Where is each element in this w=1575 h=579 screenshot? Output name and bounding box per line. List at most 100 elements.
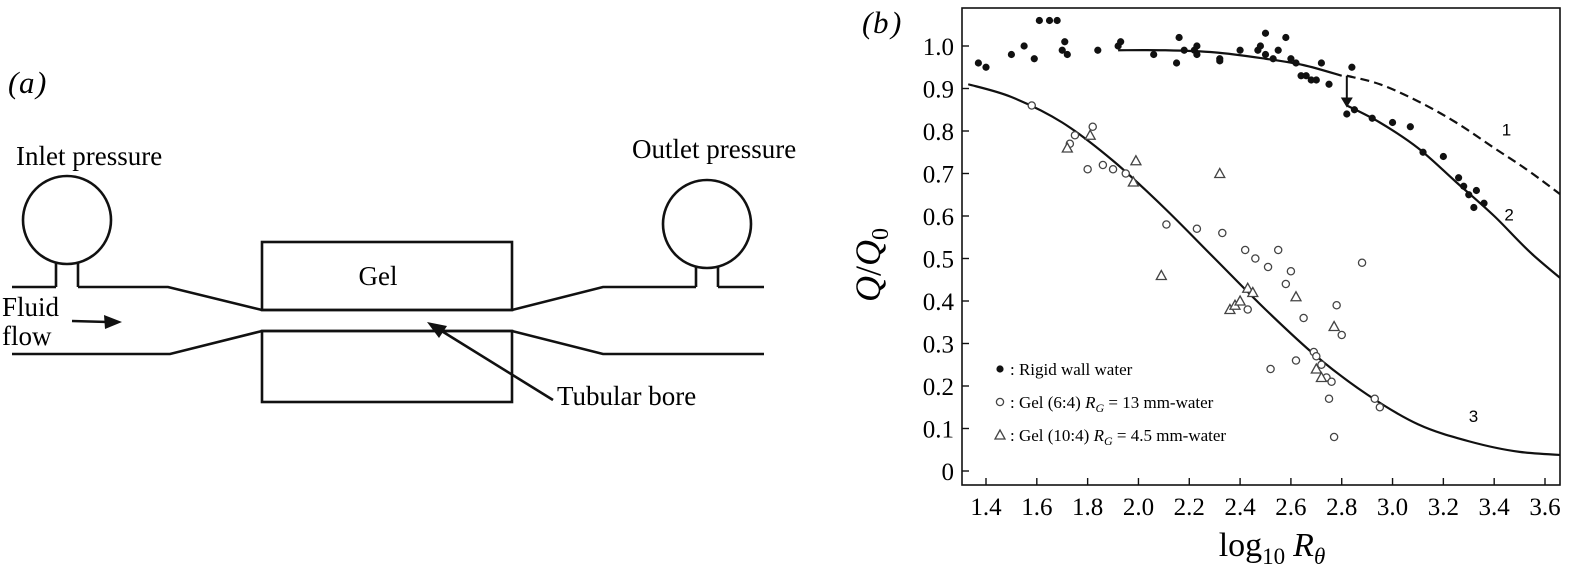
data-point-filled-circle bbox=[1274, 46, 1282, 54]
data-point-filled-circle bbox=[1256, 42, 1265, 50]
legend-marker-filled-circle bbox=[996, 365, 1004, 373]
data-point-filled-circle bbox=[1175, 33, 1183, 42]
x-tick-label: 1.8 bbox=[1072, 494, 1103, 521]
data-point-open-circle bbox=[1218, 228, 1227, 238]
data-point-filled-circle bbox=[982, 63, 990, 71]
data-point-open-circle bbox=[1337, 330, 1346, 340]
legend-entry: : Gel (6:4) RG = 13 mm-water bbox=[1010, 393, 1214, 415]
data-point-filled-circle bbox=[1470, 203, 1478, 212]
x-label-var-sub: θ bbox=[1314, 544, 1325, 569]
panel-b-paren-close: ) bbox=[889, 5, 901, 40]
data-point-open-circle bbox=[1312, 351, 1321, 361]
data-point-open-triangle bbox=[1241, 281, 1254, 293]
data-point-filled-circle bbox=[1261, 29, 1270, 37]
data-point-filled-circle bbox=[1269, 55, 1277, 63]
data-point-open-triangle bbox=[1084, 128, 1097, 140]
data-point-filled-circle bbox=[1193, 42, 1201, 50]
data-point-open-circle bbox=[1329, 432, 1339, 442]
y-label-den-sub: 0 bbox=[868, 228, 894, 240]
data-point-open-circle bbox=[1273, 245, 1283, 255]
curve-2 bbox=[1346, 104, 1560, 280]
data-point-open-triangle bbox=[1061, 141, 1074, 153]
x-tick-label: 1.4 bbox=[970, 494, 1002, 521]
data-point-filled-circle bbox=[1439, 152, 1447, 161]
data-point-open-circle bbox=[1327, 377, 1336, 386]
panel-b-label: b bbox=[873, 5, 889, 40]
gel-block-top bbox=[260, 240, 514, 312]
y-tick-label: 1.0 bbox=[923, 34, 954, 61]
data-point-filled-circle bbox=[1094, 46, 1102, 54]
data-point-open-circle bbox=[1088, 122, 1097, 132]
data-point-open-triangle bbox=[1246, 286, 1259, 298]
data-point-filled-circle bbox=[1058, 46, 1066, 54]
data-point-open-triangle bbox=[1310, 362, 1323, 374]
y-label-num: Q bbox=[848, 276, 888, 302]
data-point-open-circle bbox=[1375, 402, 1385, 412]
data-point-open-circle bbox=[1299, 313, 1308, 323]
data-point-open-circle bbox=[1083, 164, 1092, 174]
data-point-open-triangle bbox=[1127, 175, 1140, 187]
data-point-filled-circle bbox=[1348, 63, 1356, 71]
inlet-pressure-label: Inlet pressure bbox=[16, 141, 162, 171]
legend-marker-open-circle bbox=[995, 397, 1005, 407]
bore-pointer-shaft bbox=[439, 328, 554, 402]
plot-frame bbox=[961, 7, 1561, 486]
y-tick-label: 0 bbox=[942, 459, 955, 486]
x-tick-label: 2.4 bbox=[1224, 494, 1256, 521]
flow-arrow-shaft bbox=[71, 319, 109, 324]
y-tick-label: 0.5 bbox=[923, 247, 954, 274]
x-tick-label: 2.6 bbox=[1275, 494, 1306, 521]
data-point-open-triangle bbox=[1233, 294, 1247, 306]
data-point-filled-circle bbox=[1261, 50, 1270, 59]
panel-a-paren-close: ) bbox=[34, 65, 46, 100]
fluid-label-line1: Fluid bbox=[2, 292, 60, 322]
data-point-filled-circle bbox=[1007, 50, 1016, 59]
data-point-open-circle bbox=[1251, 254, 1260, 263]
y-tick-label: 0.3 bbox=[923, 332, 954, 359]
data-point-filled-circle bbox=[1292, 59, 1300, 67]
curve-label-3: 3 bbox=[1469, 407, 1478, 426]
legend-entry: : Rigid wall water bbox=[1010, 360, 1133, 379]
x-tick-label: 2.2 bbox=[1174, 494, 1205, 521]
legend-entry: : Gel (10:4) RG = 4.5 mm-water bbox=[1010, 426, 1226, 448]
x-tick-label: 2.8 bbox=[1326, 494, 1357, 521]
pipe-bottom-wall bbox=[12, 329, 764, 356]
data-point-open-circle bbox=[1240, 245, 1250, 255]
y-tick-label: 0.7 bbox=[923, 162, 954, 189]
data-point-open-triangle bbox=[1129, 154, 1143, 166]
data-point-filled-circle bbox=[1236, 46, 1244, 54]
data-point-filled-circle bbox=[1460, 182, 1468, 190]
data-point-filled-circle bbox=[1312, 76, 1320, 84]
fluid-label-line2: flow bbox=[2, 321, 52, 351]
data-point-open-circle bbox=[1098, 160, 1108, 170]
x-label-var: R bbox=[1292, 527, 1314, 564]
data-point-filled-circle bbox=[1419, 148, 1427, 156]
data-point-filled-circle bbox=[1193, 50, 1201, 59]
data-point-open-triangle bbox=[1213, 167, 1226, 179]
data-point-filled-circle bbox=[974, 59, 982, 67]
y-tick-label: 0.9 bbox=[923, 77, 954, 104]
data-point-open-triangle bbox=[1315, 371, 1328, 383]
y-tick-label: 0.2 bbox=[923, 374, 954, 401]
data-point-open-circle bbox=[1263, 262, 1273, 272]
data-point-filled-circle bbox=[1030, 55, 1038, 63]
data-point-filled-circle bbox=[1350, 106, 1359, 114]
panel-a-label: a bbox=[19, 65, 35, 100]
data-point-open-circle bbox=[1286, 266, 1296, 276]
data-point-open-circle bbox=[1027, 101, 1036, 110]
outlet-gauge-icon bbox=[661, 178, 753, 270]
curve-1-solid bbox=[1118, 48, 1343, 77]
data-point-filled-circle bbox=[1297, 72, 1305, 80]
x-tick-label: 2.0 bbox=[1123, 494, 1154, 521]
data-point-filled-circle bbox=[1343, 110, 1351, 118]
data-point-filled-circle bbox=[1307, 76, 1315, 84]
y-tick-label: 0.4 bbox=[923, 289, 955, 316]
data-point-open-triangle bbox=[1155, 269, 1168, 281]
data-point-open-circle bbox=[1317, 360, 1326, 369]
data-point-filled-circle bbox=[1216, 57, 1224, 65]
data-point-filled-circle bbox=[1455, 174, 1463, 182]
data-point-open-circle bbox=[1370, 394, 1380, 403]
panel-a-paren: ( bbox=[8, 65, 20, 100]
